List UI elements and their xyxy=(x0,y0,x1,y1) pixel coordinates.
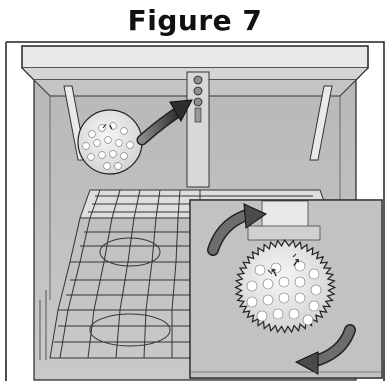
top-control-panel xyxy=(22,46,368,68)
spray-column xyxy=(187,72,209,187)
small-filter-cap xyxy=(78,110,142,174)
detail-inset: ↑ ↑ xyxy=(190,200,382,378)
